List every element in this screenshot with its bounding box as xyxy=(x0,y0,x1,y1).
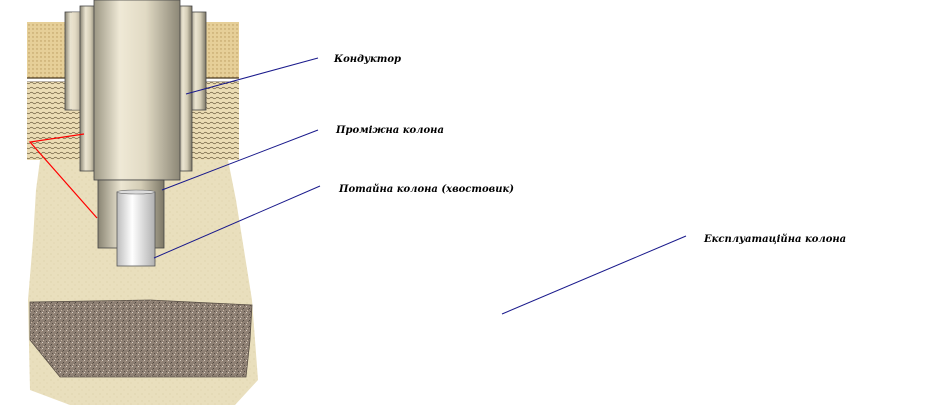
reservoir-layer xyxy=(29,299,253,378)
leader-line-conductor xyxy=(185,57,319,95)
label-production-column: Експлуатаційна колона xyxy=(704,234,847,245)
leader-line-production xyxy=(501,235,687,315)
production-column xyxy=(93,0,181,181)
liner-column xyxy=(116,191,156,267)
label-intermediate-column: Проміжна колона xyxy=(336,125,444,136)
label-conductor: Кондуктор xyxy=(334,54,402,65)
leader-line-intermediate xyxy=(161,129,319,191)
leader-line-liner xyxy=(153,185,321,259)
label-liner-column: Потайна колона (хвостовик) xyxy=(339,184,514,195)
red-marker-line xyxy=(28,133,98,219)
